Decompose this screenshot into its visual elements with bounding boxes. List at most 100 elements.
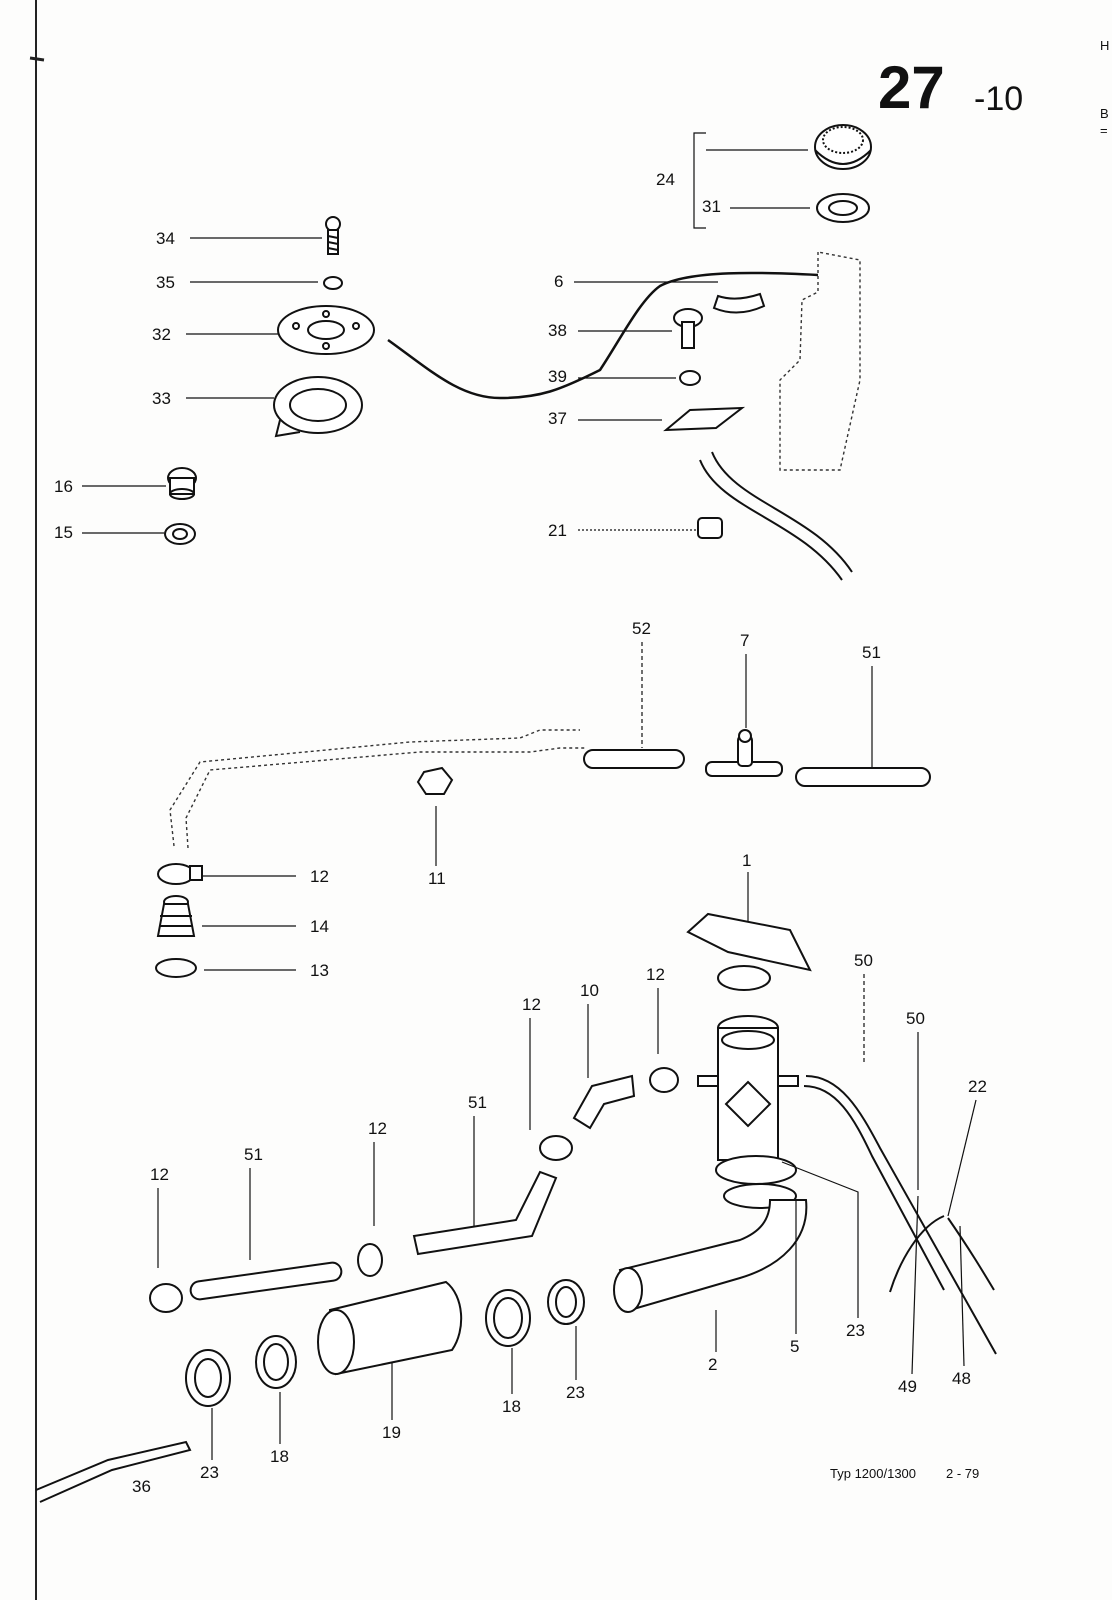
edge-letter-mid: B bbox=[1100, 106, 1109, 121]
bracket-part-37 bbox=[663, 406, 746, 432]
bracket-24 bbox=[693, 132, 706, 229]
clamp-part-12-e bbox=[149, 1283, 183, 1313]
callout-2: 2 bbox=[708, 1355, 717, 1374]
leader-48 bbox=[959, 1225, 965, 1367]
edge-mark: = bbox=[1100, 123, 1108, 138]
callout-12-b: 12 bbox=[646, 965, 665, 984]
callout-51-mid: 51 bbox=[468, 1093, 487, 1112]
vent-line-curve bbox=[699, 451, 853, 581]
elbow-part-10 bbox=[572, 1074, 636, 1130]
tee-fitting-part-7 bbox=[705, 729, 783, 777]
callout-1: 1 bbox=[742, 851, 751, 870]
callout-50-a: 50 bbox=[854, 951, 873, 970]
binding-mark bbox=[29, 56, 45, 62]
clamp-part-23-left bbox=[185, 1349, 231, 1407]
callout-22: 22 bbox=[968, 1077, 987, 1096]
leader-49 bbox=[911, 1195, 919, 1375]
callout-21: 21 bbox=[548, 521, 567, 540]
fill-pipe-end bbox=[613, 1267, 643, 1313]
callout-6: 6 bbox=[554, 272, 563, 291]
clamp-part-23-center bbox=[547, 1279, 585, 1325]
wire-harness bbox=[387, 271, 819, 400]
callout-5: 5 bbox=[790, 1337, 799, 1356]
hose-part-51-low bbox=[189, 1261, 343, 1301]
tube-part-19 bbox=[317, 1280, 463, 1376]
callout-19: 19 bbox=[382, 1423, 401, 1442]
hose-part-51-mid bbox=[412, 1170, 558, 1256]
callout-51-low: 51 bbox=[244, 1145, 263, 1164]
callout-23-right: 23 bbox=[846, 1321, 865, 1340]
strap-part-36 bbox=[35, 1440, 192, 1503]
callout-33: 33 bbox=[152, 389, 171, 408]
bolt-part-38 bbox=[673, 308, 703, 349]
section-suffix: -10 bbox=[974, 80, 1023, 118]
callout-50-b: 50 bbox=[906, 1009, 925, 1028]
vent-hose-dotted bbox=[169, 729, 580, 847]
flange-part-32 bbox=[277, 305, 375, 355]
callout-31: 31 bbox=[702, 197, 721, 216]
seal-part-15 bbox=[164, 523, 196, 545]
gasket-part-33 bbox=[273, 376, 363, 438]
callout-13: 13 bbox=[310, 961, 329, 980]
callout-7: 7 bbox=[740, 631, 749, 650]
callout-52: 52 bbox=[632, 619, 651, 638]
clamp-part-12-left bbox=[157, 863, 203, 885]
footer-date: 2 - 79 bbox=[946, 1466, 979, 1481]
boot-part-14 bbox=[156, 895, 196, 937]
callout-12-e: 12 bbox=[150, 1165, 169, 1184]
hose-part-51-top bbox=[795, 767, 931, 787]
callout-51-top: 51 bbox=[862, 643, 881, 662]
sleeve-part-18-center bbox=[485, 1289, 531, 1347]
callout-16: 16 bbox=[54, 477, 73, 496]
callout-12-d: 12 bbox=[368, 1119, 387, 1138]
sleeve-part-18-left bbox=[255, 1335, 297, 1389]
callout-12-c: 12 bbox=[522, 995, 541, 1014]
callout-36: 36 bbox=[132, 1477, 151, 1496]
callout-12-left: 12 bbox=[310, 867, 329, 886]
callout-37: 37 bbox=[548, 409, 567, 428]
hose-part-6 bbox=[712, 292, 766, 314]
clip-part-39 bbox=[679, 370, 701, 386]
callout-32: 32 bbox=[152, 325, 171, 344]
vent-hose-dotted-2 bbox=[185, 747, 586, 849]
screw-part-34 bbox=[325, 216, 341, 255]
callout-39: 39 bbox=[548, 367, 567, 386]
callout-18-left: 18 bbox=[270, 1447, 289, 1466]
callout-34: 34 bbox=[156, 229, 175, 248]
washer-part-35 bbox=[323, 276, 343, 290]
callout-35: 35 bbox=[156, 273, 175, 292]
callout-18-center: 18 bbox=[502, 1397, 521, 1416]
clamp-part-12-d bbox=[357, 1243, 383, 1277]
vent-hose-50 bbox=[805, 1075, 997, 1355]
cap-gasket-part bbox=[816, 193, 870, 223]
tank-neck-outline bbox=[779, 251, 861, 471]
callout-15: 15 bbox=[54, 523, 73, 542]
callout-14: 14 bbox=[310, 917, 329, 936]
hose-part-52 bbox=[583, 749, 685, 769]
fill-pipe-part-2 bbox=[618, 1199, 808, 1312]
clamp-part-12-b bbox=[649, 1067, 679, 1093]
edge-letter-top: H bbox=[1100, 38, 1109, 53]
flap-part-1 bbox=[686, 912, 812, 991]
hose-branch-48-49 bbox=[889, 1215, 995, 1293]
callout-10: 10 bbox=[580, 981, 599, 1000]
section-number: 27 bbox=[878, 54, 945, 121]
vent-hose-50-b bbox=[803, 1085, 945, 1291]
callout-23-left: 23 bbox=[200, 1463, 219, 1482]
leader-23-right bbox=[781, 1161, 859, 1318]
nut-part-11 bbox=[416, 766, 454, 795]
leader-22 bbox=[947, 1099, 977, 1217]
plug-part-16 bbox=[167, 467, 197, 500]
callout-49: 49 bbox=[898, 1377, 917, 1396]
callout-23-center: 23 bbox=[566, 1383, 585, 1402]
callout-11: 11 bbox=[428, 869, 446, 888]
ring-part-13 bbox=[155, 958, 197, 978]
fuel-cap-part bbox=[814, 124, 872, 170]
clamp-part-12-c bbox=[539, 1135, 573, 1161]
callout-38: 38 bbox=[548, 321, 567, 340]
filler-neck-part bbox=[697, 1015, 799, 1161]
callout-48: 48 bbox=[952, 1369, 971, 1388]
connector-part-21 bbox=[697, 517, 723, 539]
